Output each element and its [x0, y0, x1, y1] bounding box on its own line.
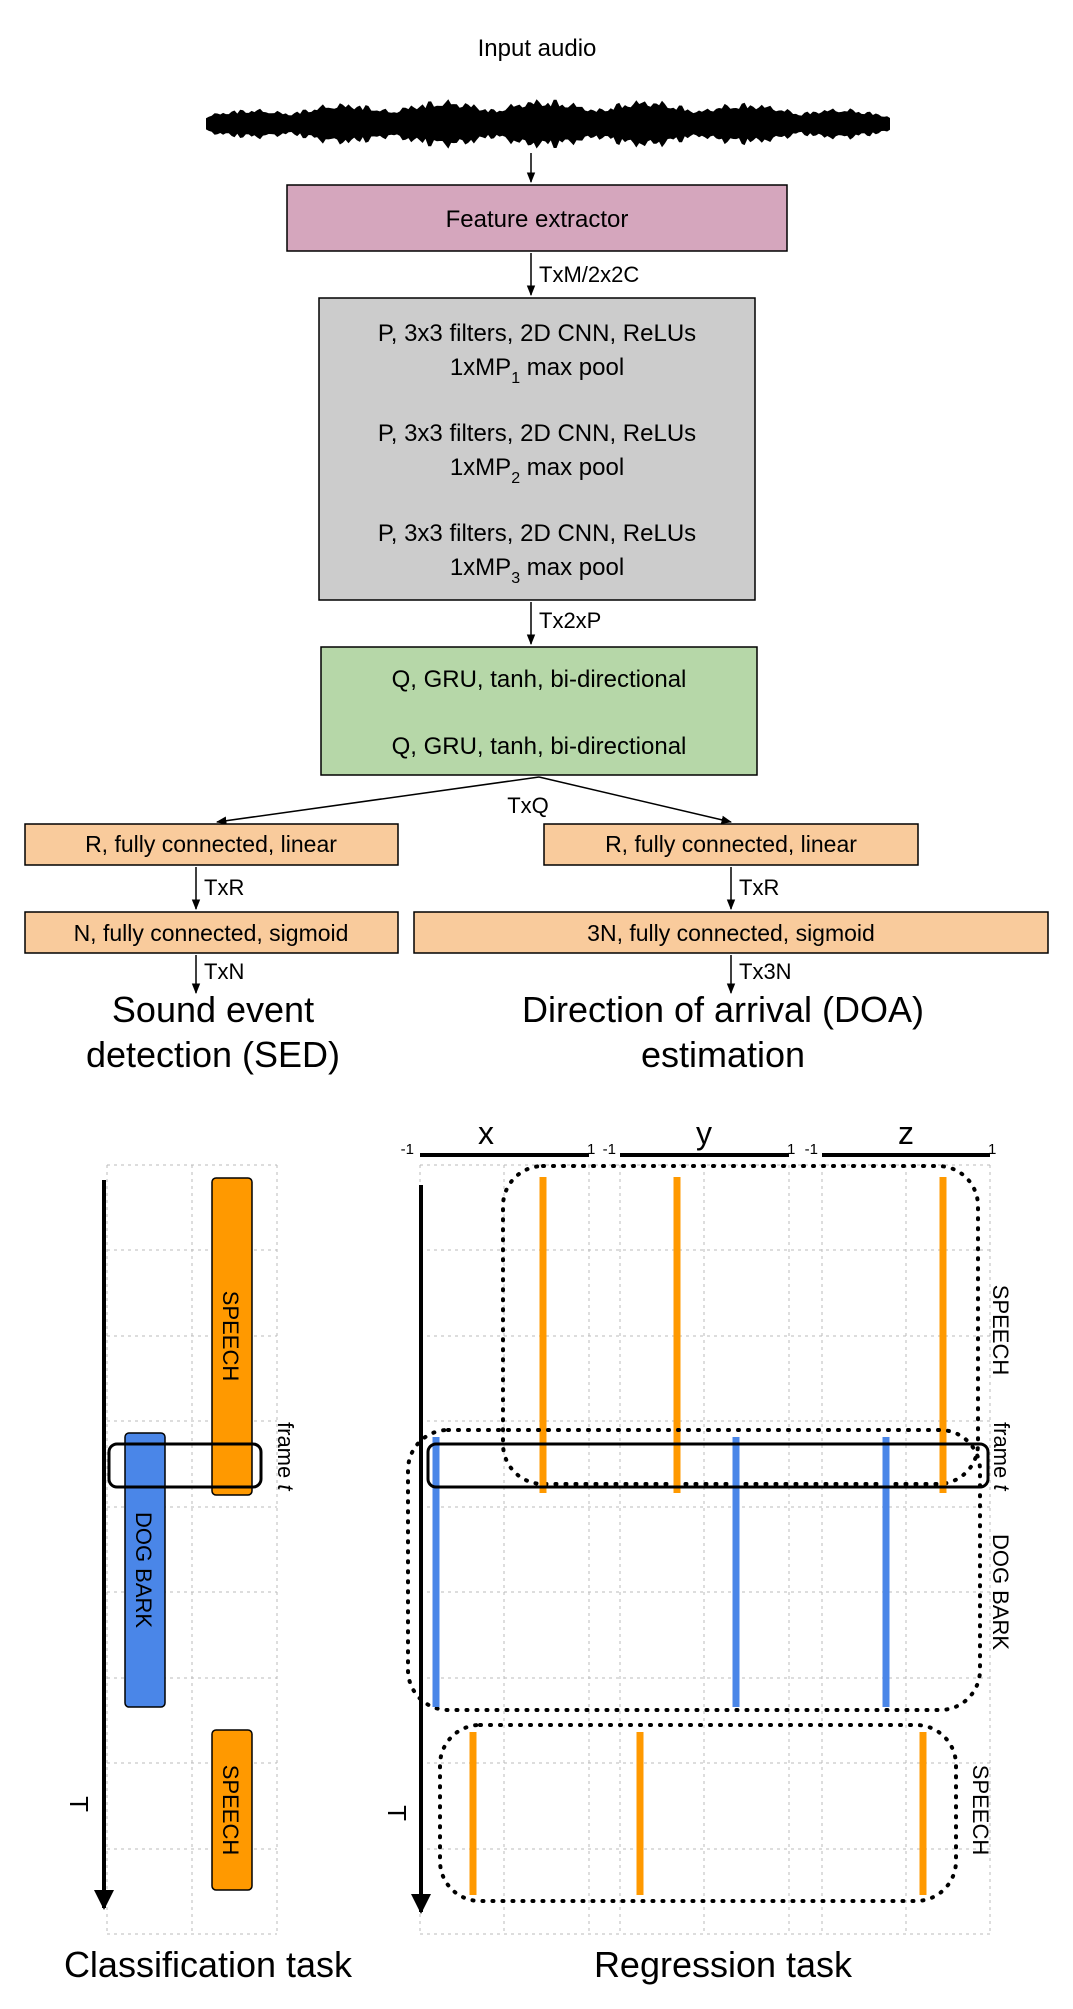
sed-fc2-box	[24, 911, 399, 954]
axis-y-name: y	[696, 1115, 712, 1151]
regression-frame-box	[426, 1442, 990, 1489]
sed-fc1-label: R, fully connected, linear	[85, 831, 337, 857]
cnn-layer-3: P, 3x3 filters, 2D CNN, ReLUs 1xMP3 max …	[378, 520, 696, 587]
arrow-rnn-to-sed	[215, 776, 540, 825]
regression-panel: x -1 1 y -1 1 z -1 1 T SPEECH	[382, 1115, 1014, 1985]
axis-y-max: 1	[787, 1141, 795, 1158]
group-speech-1-label: SPEECH	[988, 1285, 1013, 1375]
regression-frame-label: frame t	[989, 1422, 1014, 1491]
doa-output-line1: Direction of arrival (DOA)	[522, 989, 924, 1030]
cnn-layer-1-pool: 1xMP1 max pool	[450, 354, 624, 387]
axis-z-name: z	[898, 1115, 914, 1151]
event-dog-bark: DOG BARK	[124, 1432, 166, 1708]
group-speech-2: SPEECH	[438, 1723, 993, 1903]
doa-fc1-box	[543, 823, 919, 866]
group-speech-2-outline	[438, 1723, 958, 1903]
group-speech-1: SPEECH	[501, 1164, 1013, 1493]
axis-z-header: z -1 1	[805, 1115, 997, 1158]
classification-caption: Classification task	[64, 1944, 353, 1985]
group-speech-2-label: SPEECH	[968, 1765, 993, 1855]
cnn-layer-2: P, 3x3 filters, 2D CNN, ReLUs 1xMP2 max …	[378, 420, 696, 487]
rnn-layer-1: Q, GRU, tanh, bi-directional	[392, 666, 687, 693]
sed-fc1-box	[24, 823, 399, 866]
doa-fc1-label: R, fully connected, linear	[605, 831, 857, 857]
axis-y-header: y -1 1	[603, 1115, 796, 1158]
cnn-layer-1: P, 3x3 filters, 2D CNN, ReLUs 1xMP1 max …	[378, 320, 696, 387]
input-audio-label: Input audio	[478, 35, 597, 62]
axis-x-max: 1	[587, 1141, 595, 1158]
feature-shape-label: TxM/2x2C	[539, 262, 639, 287]
event-speech-2-label: SPEECH	[218, 1765, 243, 1855]
cnn-layer-2-pool: 1xMP2 max pool	[450, 454, 624, 487]
regression-time-label: T	[382, 1805, 412, 1821]
regression-grid	[419, 1164, 991, 1935]
sed-output-line1: Sound event	[112, 989, 314, 1030]
axis-x-header: x -1 1	[401, 1115, 596, 1158]
doa-fc1-shape: TxR	[739, 875, 779, 900]
axis-x-min: -1	[401, 1141, 414, 1158]
classification-frame-label: frame t	[273, 1422, 298, 1491]
cnn-layer-3-pool: 1xMP3 max pool	[450, 554, 624, 587]
group-dog-bark-outline	[406, 1428, 982, 1712]
rnn-shape-label: TxQ	[507, 793, 549, 818]
axis-z-max: 1	[988, 1141, 996, 1158]
doa-output-line2: estimation	[641, 1034, 805, 1075]
sed-fc1-shape: TxR	[204, 875, 244, 900]
feature-extractor-label: Feature extractor	[446, 206, 629, 233]
sed-fc2-shape: TxN	[204, 959, 244, 984]
cnn-layer-3-conv: P, 3x3 filters, 2D CNN, ReLUs	[378, 520, 696, 547]
event-speech-1-bar	[211, 1177, 253, 1496]
axis-y-min: -1	[603, 1141, 616, 1158]
group-speech-1-outline	[501, 1164, 980, 1486]
classification-time-label: T	[64, 1796, 94, 1812]
group-dog-bark: DOG BARK	[406, 1428, 1013, 1712]
event-speech-1: SPEECH	[211, 1177, 253, 1496]
feature-extractor-box	[286, 184, 788, 252]
group-dog-bark-label: DOG BARK	[988, 1534, 1013, 1650]
doa-fc2-shape: Tx3N	[739, 959, 792, 984]
classification-frame-box	[107, 1442, 263, 1489]
rnn-layer-2: Q, GRU, tanh, bi-directional	[392, 733, 687, 760]
sed-fc2-label: N, fully connected, sigmoid	[74, 920, 349, 946]
doa-fc2-label: 3N, fully connected, sigmoid	[587, 920, 875, 946]
cnn-layer-2-conv: P, 3x3 filters, 2D CNN, ReLUs	[378, 420, 696, 447]
event-speech-2-bar	[211, 1729, 253, 1891]
cnn-block	[318, 297, 756, 601]
event-dog-bark-label: DOG BARK	[131, 1512, 156, 1628]
cnn-shape-label: Tx2xP	[539, 608, 601, 633]
rnn-block	[320, 646, 758, 776]
axis-z-min: -1	[805, 1141, 818, 1158]
axis-x-name: x	[478, 1115, 494, 1151]
arrow-rnn-to-doa	[538, 776, 733, 824]
regression-caption: Regression task	[594, 1944, 853, 1985]
cnn-layer-1-conv: P, 3x3 filters, 2D CNN, ReLUs	[378, 320, 696, 347]
event-speech-2: SPEECH	[211, 1729, 253, 1891]
classification-panel: T SPEECH DOG BARK SPEECH frame t Classif…	[64, 1164, 353, 1985]
sed-output-line2: detection (SED)	[86, 1034, 340, 1075]
event-dog-bark-bar	[124, 1432, 166, 1708]
event-speech-1-label: SPEECH	[218, 1291, 243, 1381]
waveform-icon	[206, 99, 890, 149]
doa-fc2-box	[413, 911, 1049, 954]
